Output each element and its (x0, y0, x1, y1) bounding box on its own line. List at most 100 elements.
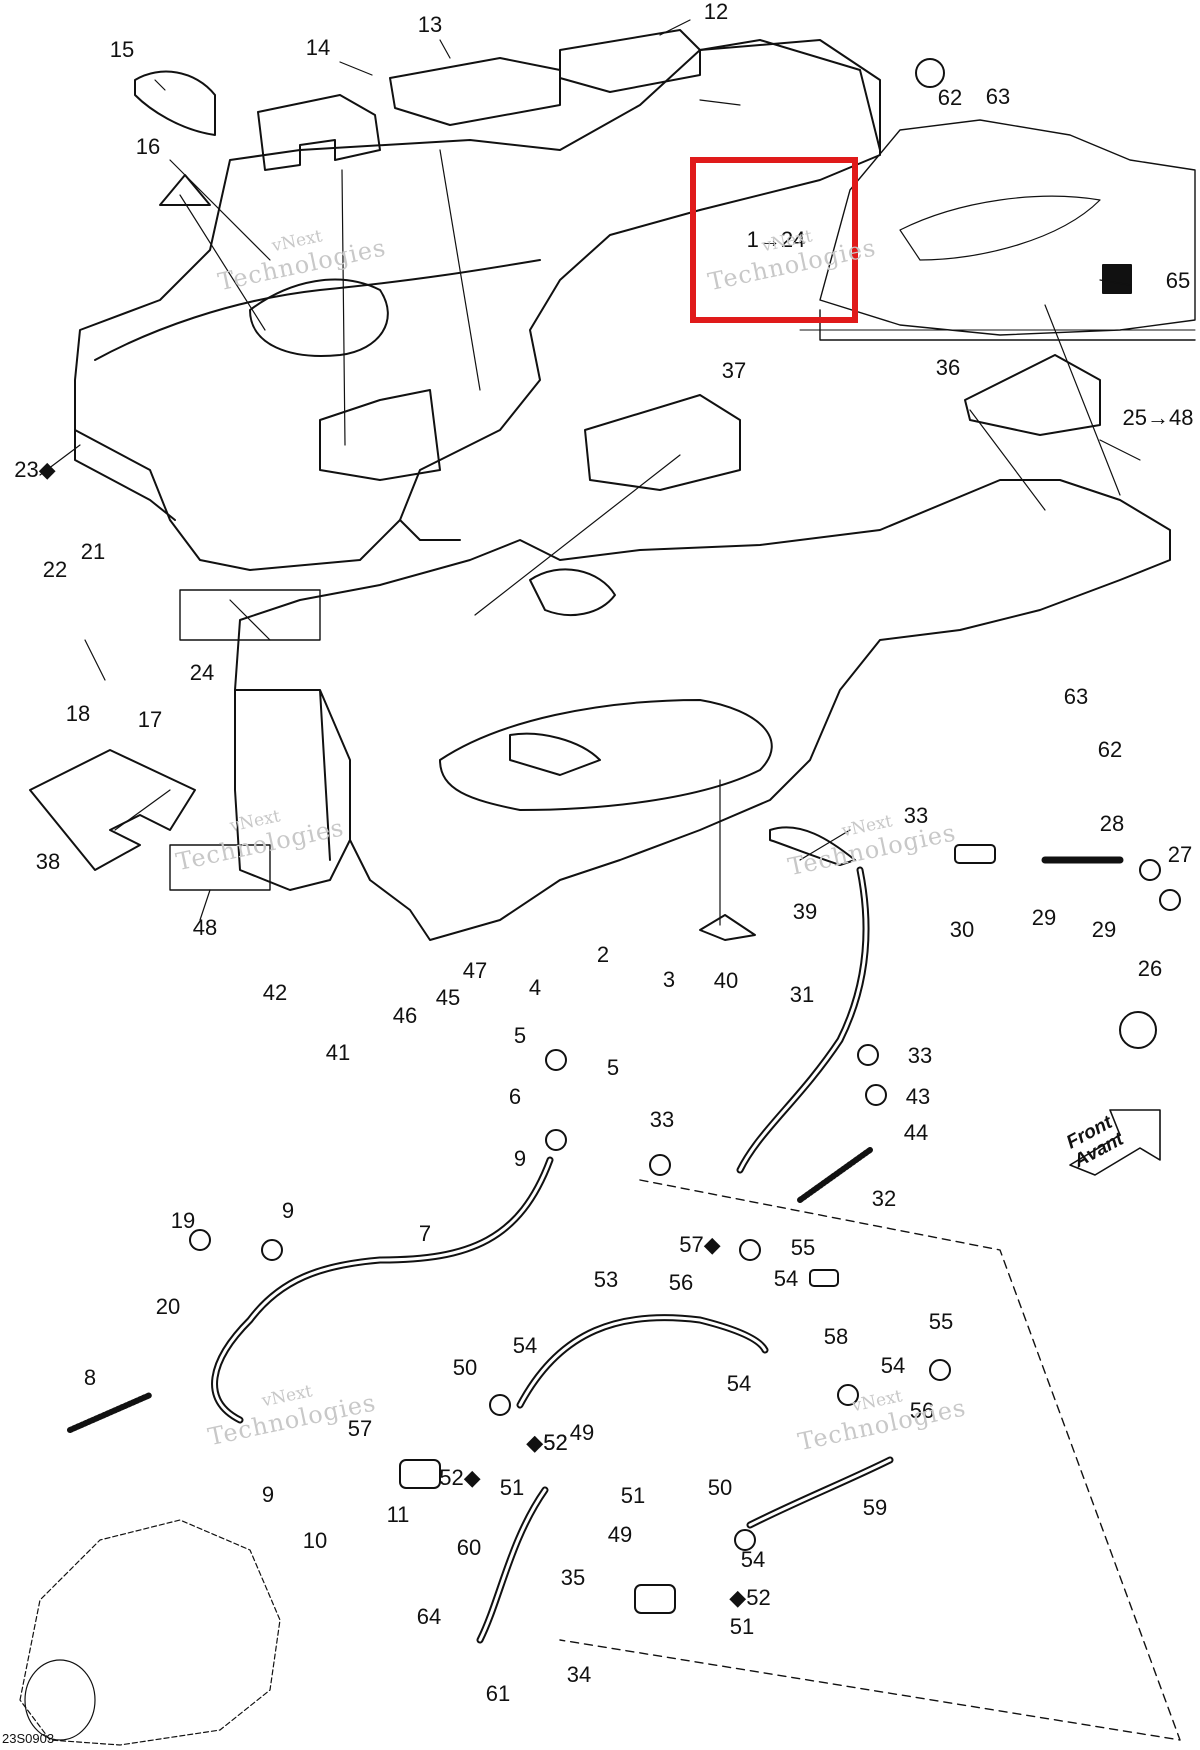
callout-number: 7 (418, 1221, 432, 1246)
highlight-box (690, 157, 858, 323)
callout-number: 51 (499, 1475, 525, 1500)
callout-number: 5 (606, 1055, 620, 1080)
mat-14 (257, 94, 381, 171)
callout-number: 54 (512, 1333, 538, 1358)
callout-number: 33 (907, 1043, 933, 1068)
callout-number: 59 (862, 1495, 888, 1520)
callout-number: 16 (135, 134, 161, 159)
callout-number: ◆52 (526, 1430, 568, 1455)
clamp (261, 1239, 283, 1261)
callout-number: 2 (596, 942, 610, 967)
callout-number: 42 (262, 980, 288, 1005)
clamp (837, 1384, 859, 1406)
callout-number: 20 (155, 1294, 181, 1319)
callout-number: 22 (42, 557, 68, 582)
mat-15 (134, 70, 216, 136)
callout-number: 37 (721, 358, 747, 383)
callout-number: 48 (192, 915, 218, 940)
callout-number: 53 (593, 1267, 619, 1292)
clamp (489, 1394, 511, 1416)
callout-number: 54 (880, 1353, 906, 1378)
callout-number: 54 (740, 1547, 766, 1572)
clamp (739, 1239, 761, 1261)
clamp (734, 1529, 756, 1551)
clamp (545, 1129, 567, 1151)
callout-number: 64 (416, 1604, 442, 1629)
callout-number: 9 (513, 1146, 527, 1171)
callout-number: 63 (985, 84, 1011, 109)
callout-number: 39 (792, 899, 818, 924)
callout-number: 34 (566, 1662, 592, 1687)
callout-number: 43 (905, 1084, 931, 1109)
clamp (929, 1359, 951, 1381)
mat-38 (29, 749, 196, 871)
callout-number: 49 (607, 1522, 633, 1547)
callout-number: 29 (1091, 917, 1117, 942)
callout-number: 4 (528, 975, 542, 1000)
callout-number: 54 (773, 1266, 799, 1291)
callout-number: 46 (392, 1003, 418, 1028)
callout-number: 11 (386, 1502, 410, 1527)
clamp (189, 1229, 211, 1251)
callout-number: 63 (1063, 684, 1089, 709)
callout-number: 3 (662, 967, 676, 992)
callout-number: 47 (462, 958, 488, 983)
front-arrow-shape (1069, 1109, 1161, 1176)
clamp (865, 1084, 887, 1106)
spring-8 (67, 1392, 153, 1433)
callout-number: 9 (261, 1482, 275, 1507)
callout-number: 61 (485, 1681, 511, 1706)
clamp (915, 58, 945, 88)
callout-number: 9 (281, 1198, 295, 1223)
callout-number: 51 (729, 1614, 755, 1639)
callout-number: 36 (935, 355, 961, 380)
mat-37 (584, 394, 741, 491)
callout-number: 19 (170, 1208, 196, 1233)
mat-13 (389, 57, 561, 126)
clamp (649, 1154, 671, 1176)
callout-number: 49 (569, 1420, 595, 1445)
callout-number: 21 (80, 539, 106, 564)
spring-32 (797, 1147, 873, 1203)
callout-number: 28 (1099, 811, 1125, 836)
callout-number: 14 (305, 35, 331, 60)
highlight-callout: 1→24 (746, 227, 806, 252)
clamp (1119, 1011, 1157, 1049)
callout-number: ◆52 (729, 1585, 771, 1610)
callout-number: 30 (949, 917, 975, 942)
callout-number: 23◆ (14, 457, 56, 482)
lower-deck-mat (234, 479, 1171, 941)
callout-number: 5 (513, 1023, 527, 1048)
callout-number: 50 (452, 1355, 478, 1380)
mat-36 (964, 354, 1101, 436)
callout-number: 57◆ (679, 1232, 721, 1257)
callout-number: 33 (903, 803, 929, 828)
callout-number: 38 (35, 849, 61, 874)
callout-number: 55 (928, 1309, 954, 1334)
callout-number: 27 (1167, 842, 1193, 867)
hose-7 (211, 1156, 554, 1424)
callout-number: 25→48 (1122, 405, 1194, 430)
callout-number: 51 (620, 1483, 646, 1508)
callout-number: 54 (726, 1371, 752, 1396)
hull-inset (819, 119, 1196, 336)
callout-number: 18 (65, 701, 91, 726)
callout-number: 17 (137, 707, 163, 732)
callout-number: 13 (417, 12, 443, 37)
callout-number: 57 (347, 1416, 373, 1441)
callout-number: 12 (703, 0, 729, 24)
callout-number: 29 (1031, 905, 1057, 930)
callout-number: 26 (1137, 956, 1163, 981)
callout-number: 6 (508, 1084, 522, 1109)
callout-number: 52◆ (439, 1465, 481, 1490)
callout-number: 35 (560, 1565, 586, 1590)
clamp (857, 1044, 879, 1066)
callout-number: 62 (1097, 737, 1123, 762)
figure-code: 23S0903 (2, 1731, 55, 1746)
callout-number: 15 (109, 37, 135, 62)
callout-number: 60 (456, 1535, 482, 1560)
callout-number: 50 (707, 1475, 733, 1500)
callout-number: 56 (668, 1270, 694, 1295)
callout-number: 32 (871, 1186, 897, 1211)
